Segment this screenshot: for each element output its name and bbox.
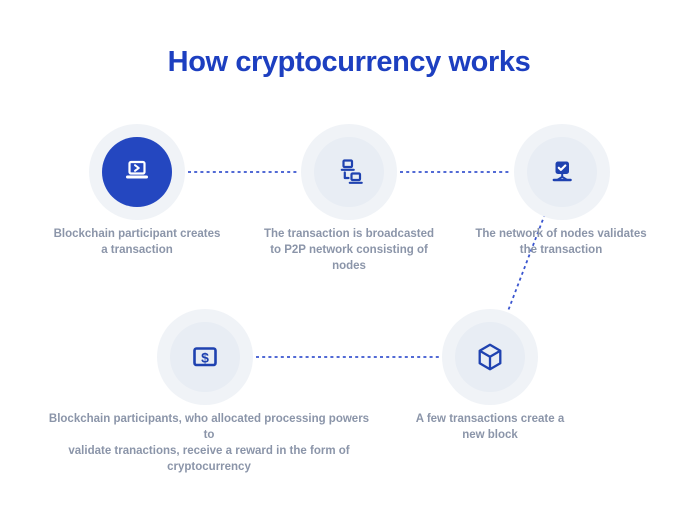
step-2-bubble <box>314 137 384 207</box>
step-5-bubble <box>455 322 525 392</box>
step-5-caption: A few transactions create a new block <box>415 413 565 441</box>
step-2-circle <box>301 124 397 220</box>
cube-block-icon <box>478 343 502 371</box>
dollar-banknote-icon: $ <box>193 347 217 367</box>
step-4-circle: $ <box>157 309 253 405</box>
node-check-icon <box>552 161 572 182</box>
step-5-circle <box>442 309 538 405</box>
step-2-caption: The transaction is broadcasted to P2P ne… <box>264 228 434 272</box>
laptop-play-icon <box>126 160 148 179</box>
step-3-circle <box>514 124 610 220</box>
step-1-bubble <box>102 137 172 207</box>
step-1-caption: Blockchain participant creates a transac… <box>53 228 221 256</box>
step-3-bubble <box>527 137 597 207</box>
step-4-bubble: $ <box>170 322 240 392</box>
step-4-caption: Blockchain participants, who allocated p… <box>48 413 370 473</box>
page-title: How cryptocurrency works <box>167 46 531 78</box>
step-3-caption: The network of nodes validates the trans… <box>475 228 647 256</box>
svg-text:$: $ <box>201 349 209 365</box>
step-1-circle <box>89 124 185 220</box>
p2p-network-icon <box>340 159 363 184</box>
